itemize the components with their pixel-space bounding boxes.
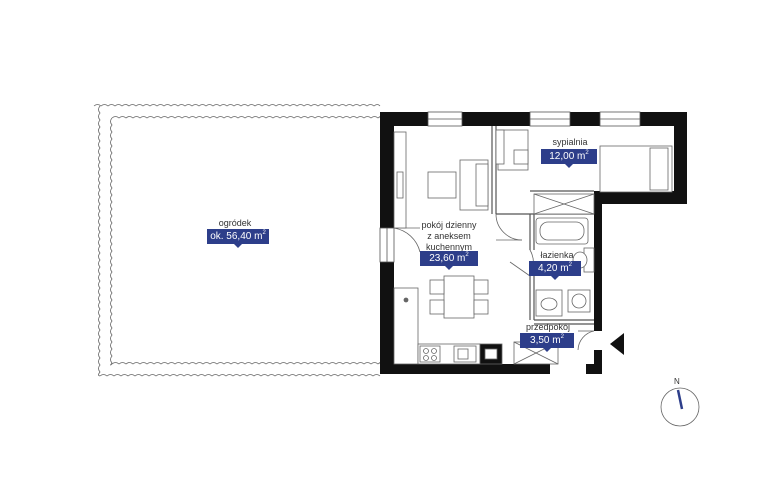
hedge-bottom-inner: [111, 362, 381, 365]
chair-1: [473, 279, 489, 295]
wall-left-lower: [380, 262, 394, 374]
wall-right-bath: [594, 191, 602, 331]
chair-2: [473, 299, 489, 315]
windows: [379, 111, 641, 263]
living-label-line-2: z aneksem: [427, 231, 471, 241]
hedge-top: [93, 104, 381, 107]
entry-door-swing: [577, 330, 595, 351]
bedroom-label: sypialnia: [552, 137, 588, 147]
hall-area-badge: 3,50 m2: [520, 333, 574, 352]
living-label: pokój dzienny z aneksem kuchennym: [416, 220, 482, 253]
coffee-table: [427, 171, 457, 199]
compass-needle: [676, 389, 684, 410]
bedroom-area-unit: 2: [585, 150, 589, 156]
bathroom-fixtures: [533, 193, 595, 317]
cooktop: [419, 345, 441, 363]
hall-area-unit: 2: [560, 334, 564, 340]
living-label-line-1: pokój dzienny: [421, 220, 477, 230]
living-furniture: [393, 131, 489, 319]
outer-walls: [380, 112, 687, 374]
bedroom-door-swing: [495, 213, 523, 241]
hall-area: 3,50 m: [530, 335, 561, 346]
garden-label: ogródek: [218, 218, 252, 228]
living-area-unit: 2: [465, 252, 469, 258]
garden-area-badge: ok. 56,40 m2: [207, 229, 269, 248]
living-area-badge: 23,60 m2: [420, 251, 478, 270]
bedroom-area-badge: 12,00 m2: [541, 149, 597, 168]
desk-chair: [513, 149, 529, 165]
bedroom-area: 12,00 m: [549, 151, 586, 162]
garden-area-unit: 2: [262, 230, 266, 236]
wall-bedroom-bottom: [594, 191, 687, 204]
chair-4: [429, 299, 445, 315]
compass-icon: [660, 387, 700, 427]
kitchen: [393, 287, 503, 365]
chair-3: [429, 279, 445, 295]
wall-right-hall: [594, 350, 602, 374]
bathroom-area-unit: 2: [568, 262, 572, 268]
balcony-door-swing: [393, 227, 421, 253]
bathroom-area: 4,20 m: [538, 263, 569, 274]
wall-left-upper: [380, 112, 394, 228]
wall-right-bedroom: [674, 112, 687, 204]
wall-top-3: [570, 112, 600, 126]
living-label-line-3: kuchennym: [425, 242, 473, 252]
garden-area: ok. 56,40 m: [210, 231, 263, 242]
compass-north-label: N: [674, 377, 680, 386]
hedge-left-inner: [110, 117, 113, 366]
hall-label: przedpokój: [525, 322, 571, 332]
hedge-bottom: [99, 374, 381, 377]
bedroom-furniture: [495, 129, 673, 193]
bathroom-area-badge: 4,20 m2: [529, 261, 581, 280]
entrance-arrow-icon: [610, 333, 624, 355]
wall-top-2: [462, 112, 530, 126]
hedge-left: [98, 105, 101, 377]
garden-hedge: [93, 104, 381, 377]
washbasin: [535, 289, 563, 317]
dining-table: [443, 275, 475, 319]
living-area: 23,60 m: [429, 253, 466, 264]
pillow: [649, 147, 669, 191]
hedge-top-inner: [111, 116, 381, 119]
wall-bottom-1: [380, 364, 550, 374]
bathroom-label: łazienka: [540, 250, 574, 260]
